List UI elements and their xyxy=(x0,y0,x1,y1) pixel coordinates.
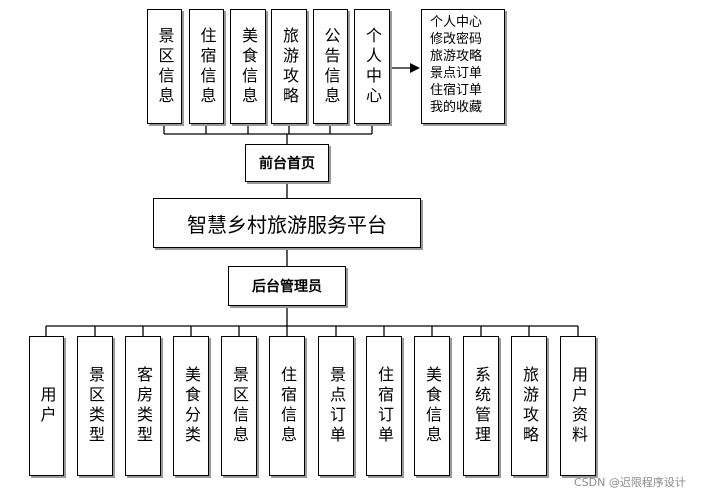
front-module-travel-guide: 旅游攻略 xyxy=(271,9,307,124)
front-module-lodging-info: 住宿信息 xyxy=(189,9,224,124)
back-module-lodging-info: 住宿信息 xyxy=(269,336,305,476)
personal-center-item: 景点订单 xyxy=(430,66,483,81)
platform-title-node: 智慧乡村旅游服务平台 xyxy=(153,198,421,248)
back-module-food-category: 美食分类 xyxy=(173,336,209,476)
personal-center-item: 住宿订单 xyxy=(430,83,483,98)
personal-center-item: 个人中心 xyxy=(430,15,483,30)
personal-center-list: 个人中心 修改密码 旅游攻略 景点订单 住宿订单 我的收藏 xyxy=(421,9,505,124)
back-module-user: 用户 xyxy=(29,336,64,476)
personal-center-item: 旅游攻略 xyxy=(430,49,483,64)
front-homepage-node: 前台首页 xyxy=(245,144,329,182)
back-module-room-type: 客房类型 xyxy=(125,336,161,476)
back-module-lodging-order: 住宿订单 xyxy=(366,336,402,476)
back-module-scenic-type: 景区类型 xyxy=(77,336,113,476)
watermark: CSDN @迟限程序设计 xyxy=(574,476,686,489)
personal-center-item: 修改密码 xyxy=(430,32,483,47)
front-module-personal-center: 个人中心 xyxy=(354,9,390,124)
front-module-scenic-info: 景区信息 xyxy=(147,9,182,124)
back-module-system-management: 系统管理 xyxy=(463,336,499,476)
back-module-travel-guide: 旅游攻略 xyxy=(511,336,547,476)
personal-center-item: 我的收藏 xyxy=(430,100,483,115)
front-module-food-info: 美食信息 xyxy=(230,9,266,124)
back-module-scenic-info: 景区信息 xyxy=(221,336,257,476)
front-module-announcement: 公告信息 xyxy=(313,9,348,124)
back-admin-node: 后台管理员 xyxy=(228,266,346,306)
back-module-attraction-order: 景点订单 xyxy=(318,336,354,476)
arrow-head-icon xyxy=(410,63,420,73)
back-module-user-profile: 用户资料 xyxy=(560,336,596,476)
back-module-food-info: 美食信息 xyxy=(414,336,450,476)
